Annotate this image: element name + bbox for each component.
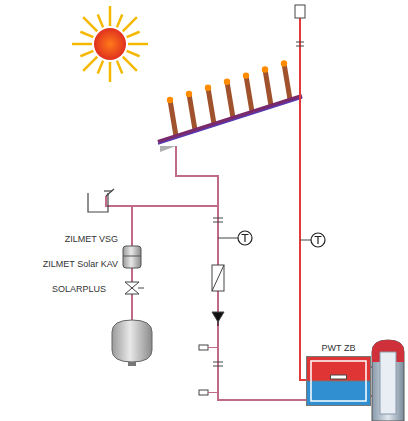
flow-pipe <box>300 18 312 380</box>
storage-tank <box>372 340 404 421</box>
air-vent <box>295 5 305 18</box>
safety-valve <box>88 189 114 212</box>
thermometers <box>218 231 325 247</box>
return-pipe <box>106 146 372 400</box>
vent-valve <box>296 42 304 46</box>
solar-collector <box>158 60 302 152</box>
node-title: PWT ZB <box>306 343 371 354</box>
kav-valve <box>125 282 144 294</box>
part-label: ZILMET VSG <box>65 234 118 245</box>
sun-symbol <box>72 6 148 82</box>
solarplus-vessel <box>112 320 152 366</box>
heat-exchanger: PWT ZB <box>306 343 371 406</box>
part-label: SOLARPLUS <box>52 284 106 295</box>
return-valves <box>212 218 224 366</box>
exchanger-box <box>306 356 371 406</box>
drain-valves <box>199 345 218 395</box>
vsg-vessel <box>123 246 141 268</box>
part-label: ZILMET Solar KAV <box>43 259 118 270</box>
